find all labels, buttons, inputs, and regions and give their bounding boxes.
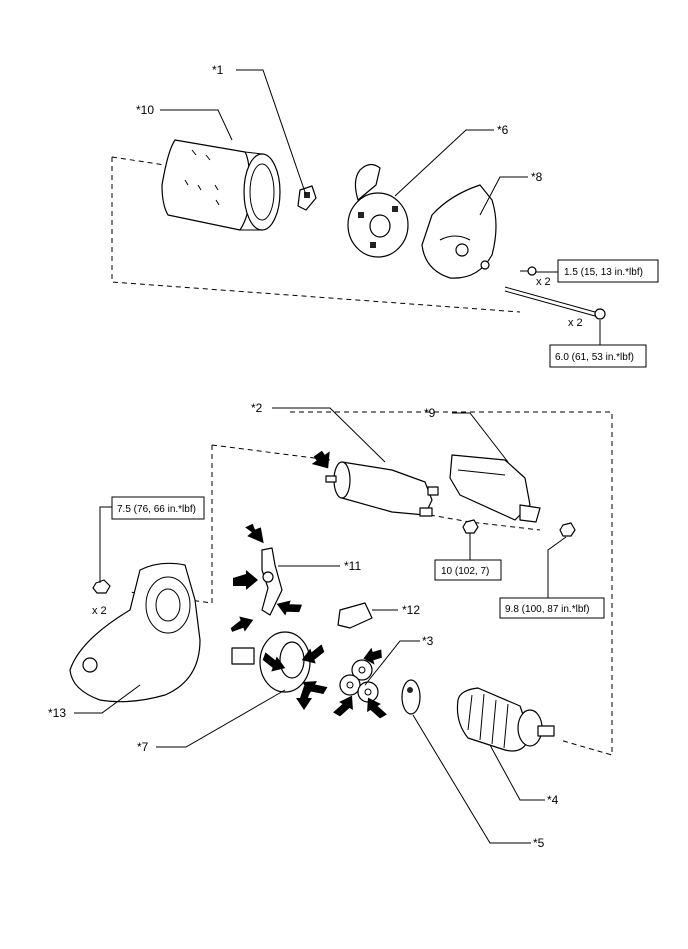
arrow-gear-3 [367,697,387,719]
svg-text:9.8 (100, 87 in.*lbf): 9.8 (100, 87 in.*lbf) [505,604,590,615]
callout-6: *6 [497,123,509,137]
arrow-clutch-1 [301,644,325,664]
arrow-gear-1 [363,647,382,665]
part-5-washer [401,679,421,715]
part-13-drive-housing [69,562,201,703]
through-bolt [504,286,606,320]
arrow-lever-top [245,523,264,544]
part-11-drive-lever [261,547,283,616]
callout-4: *4 [547,793,559,807]
callout-7: *7 [137,740,149,754]
callout-9: *9 [424,406,436,420]
assembly-arrows [230,450,387,719]
leader-lines [74,69,601,844]
callout-5: *5 [533,836,545,850]
part-10-yoke-housing [161,139,281,231]
part-9-solenoid [449,454,541,523]
svg-text:10 (102, 7): 10 (102, 7) [441,566,489,577]
nut-9-8nm [559,522,576,537]
end-frame-screw [520,266,537,276]
callout-2: *2 [251,401,263,415]
nut-10nm [462,519,479,534]
svg-text:7.5 (76, 66 in.*lbf): 7.5 (76, 66 in.*lbf) [117,504,196,515]
torque-box-1: 1.5 (15, 13 in.*lbf) [557,259,659,283]
arrow-lever-right [276,600,303,616]
arrow-clutch-2 [262,652,286,672]
callout-11: *11 [344,559,361,573]
svg-text:1.5 (15, 13 in.*lbf): 1.5 (15, 13 in.*lbf) [564,267,643,278]
torque-box-5: 9.8 (100, 87 in.*lbf) [499,597,605,619]
part-2-magnetic-switch [325,461,439,517]
torque-box-4: 10 (102, 7) [434,559,502,581]
qty-label-bolts: x 2 [568,317,583,329]
housing-bolt [92,579,111,594]
callout-12: *12 [402,603,420,617]
qty-label-housing-bolts: x 2 [92,605,107,617]
arrow-gear-2 [333,695,353,717]
part-12-cushion [337,602,373,629]
qty-label-screws: x 2 [536,276,551,288]
part-8-end-frame [421,184,497,279]
callout-8: *8 [531,170,543,184]
part-6-brush-holder [347,163,409,258]
arrow-lever-bottom [230,616,254,632]
torque-box-3: 7.5 (76, 66 in.*lbf) [111,496,205,520]
callout-1: *1 [212,63,224,77]
svg-text:6.0 (61, 53 in.*lbf): 6.0 (61, 53 in.*lbf) [555,352,634,363]
part-3-planetary-gears [339,659,379,703]
arrow-lever-left [233,570,258,590]
callout-3: *3 [422,634,434,648]
part-4-armature [456,687,555,752]
part-1-clip [297,185,317,211]
callout-13: *13 [48,706,66,720]
arrow-switch [311,450,330,469]
torque-box-2: 6.0 (61, 53 in.*lbf) [549,344,647,368]
callout-10: *10 [136,103,154,117]
arrow-clutch-4 [296,686,312,710]
